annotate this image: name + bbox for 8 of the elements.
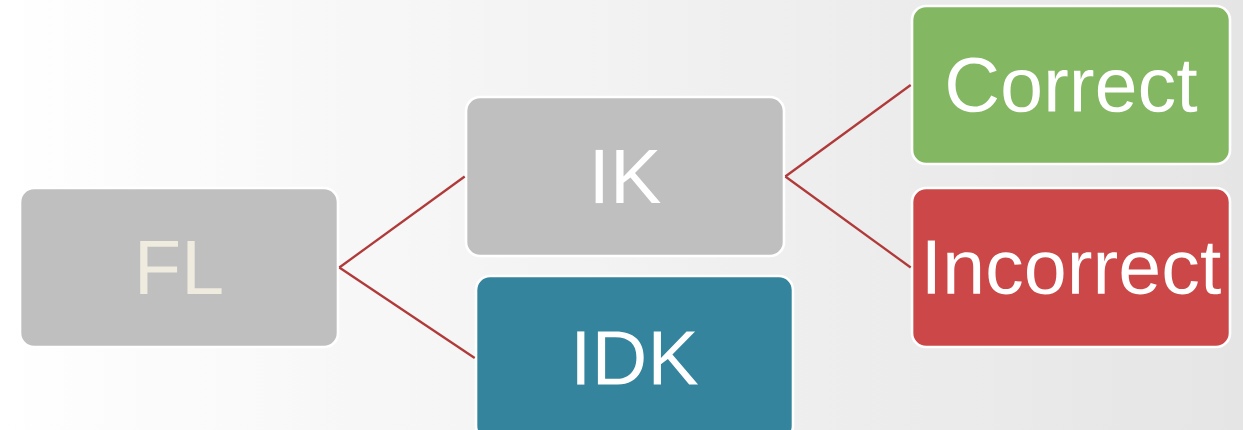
- connector-line: [338, 175, 466, 269]
- connector-line: [784, 84, 912, 178]
- box: Incorrect: [910, 186, 1232, 349]
- connector-line: [784, 175, 912, 269]
- connector-line: [338, 266, 476, 359]
- box: IDK: [474, 274, 795, 430]
- box: Correct: [910, 4, 1232, 166]
- box: IK: [464, 95, 786, 258]
